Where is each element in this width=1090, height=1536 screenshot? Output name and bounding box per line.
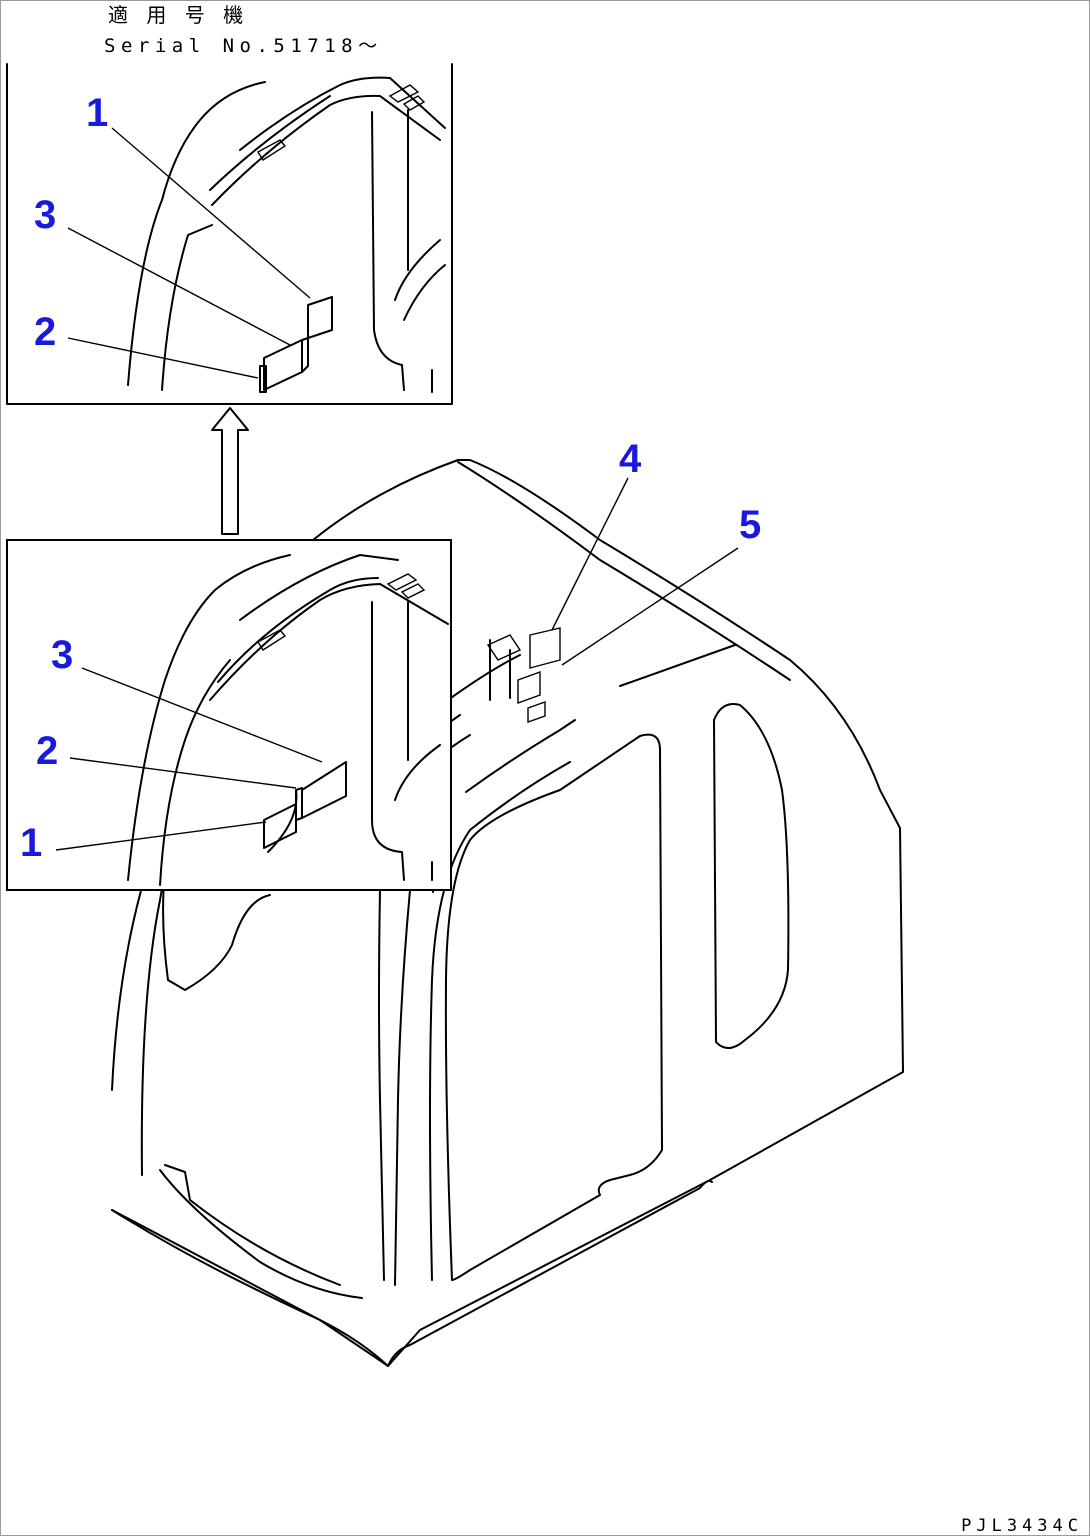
decal-3-top: [263, 339, 303, 391]
bottom-inset-border: [6, 539, 452, 891]
callout-1-bottom: 1: [20, 821, 42, 865]
top-inset-border: [6, 63, 453, 405]
callout-5: 5: [739, 503, 761, 547]
callout-2-top: 2: [34, 310, 56, 354]
up-arrow-icon: [211, 407, 249, 535]
callout-1-top: 1: [86, 91, 108, 135]
decal-4: [529, 627, 561, 669]
applicable-serial-jp: 適 用 号 機: [108, 3, 249, 27]
decal-5: [527, 701, 546, 723]
callout-2-bottom: 2: [36, 729, 58, 773]
decal-1-top: [307, 296, 333, 339]
callout-4: 4: [619, 437, 642, 481]
decal-2-top: [259, 365, 267, 393]
bottom-inset: 3 2 1: [6, 539, 452, 891]
serial-number-label: Serial No.51718～: [104, 35, 383, 57]
decal-1-bottom: [263, 803, 297, 849]
callout-3-bottom: 3: [51, 633, 73, 677]
figure-code: PJL3434C: [961, 1516, 1083, 1536]
callout-3-top: 3: [34, 193, 56, 237]
top-inset: 1 3 2: [6, 63, 453, 405]
